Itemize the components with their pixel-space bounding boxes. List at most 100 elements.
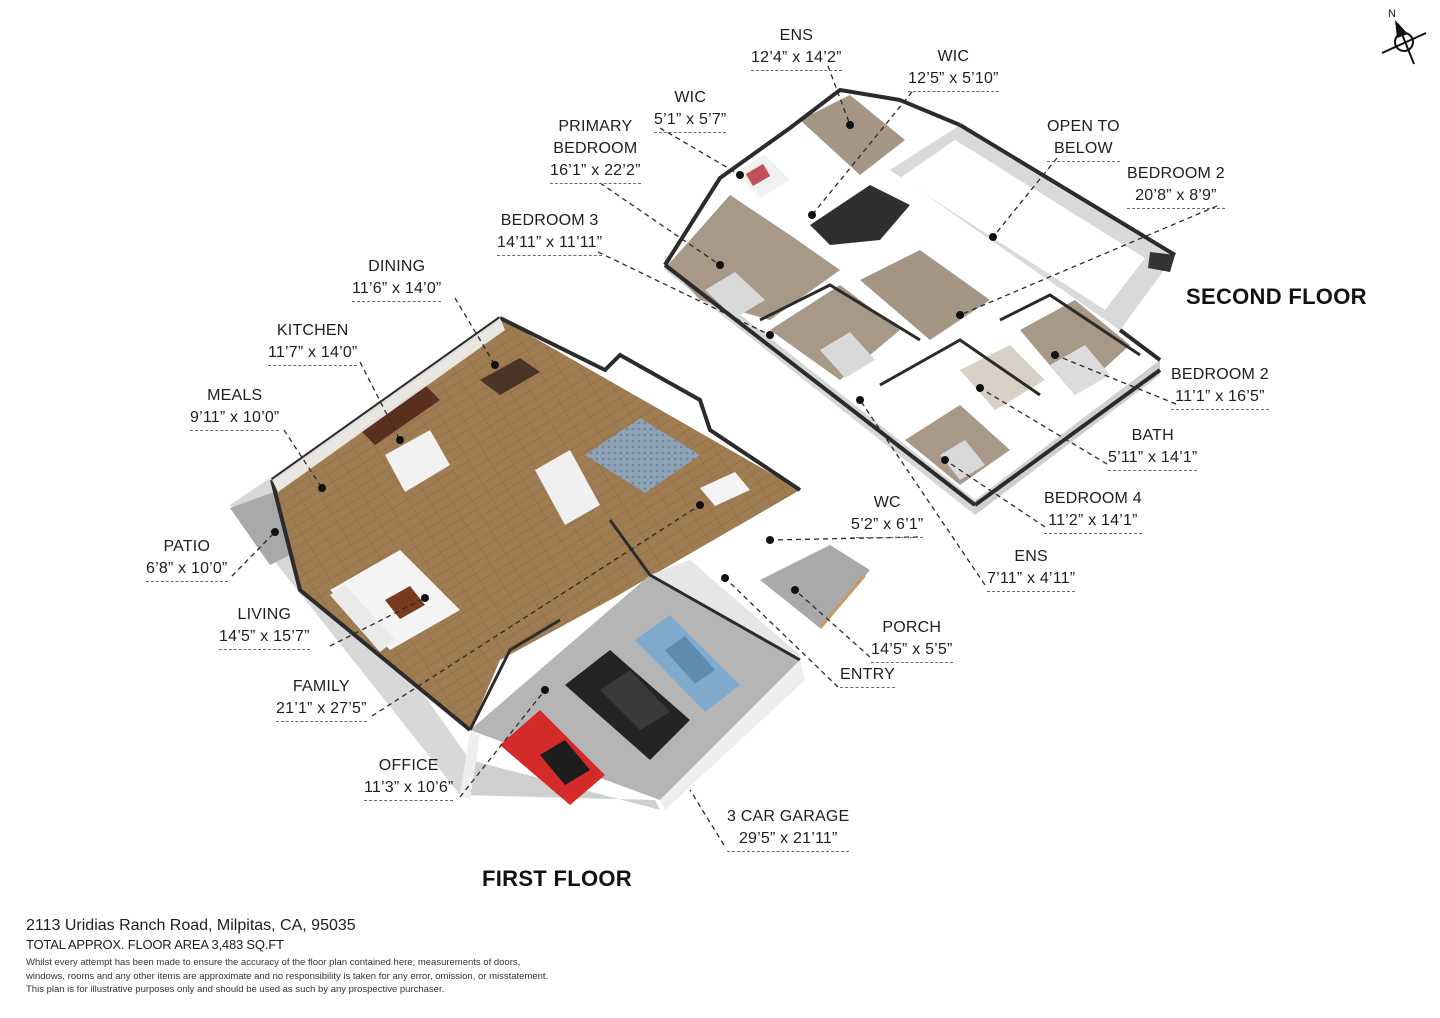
porch-slab xyxy=(760,545,870,628)
car-red xyxy=(500,710,605,805)
room-marker-dots xyxy=(271,121,1059,694)
dining-table xyxy=(480,358,540,395)
room-dimensions: 14’5” x 15’7” xyxy=(219,626,310,650)
car-blue xyxy=(635,615,740,712)
room-name: BEDROOM 2 xyxy=(1127,165,1225,182)
family-ottoman xyxy=(385,586,425,619)
room-dimensions: 14’11” x 11’11” xyxy=(497,232,603,256)
second-floor-title: SECOND FLOOR xyxy=(1186,284,1367,309)
total-floor-area: TOTAL APPROX. FLOOR AREA 3,483 SQ.FT xyxy=(26,937,284,952)
room-label-bath: BATH 5’11” x 14’1” xyxy=(1108,425,1198,471)
room-label-entry: ENTRY xyxy=(840,664,895,688)
room-name: KITCHEN xyxy=(276,322,349,339)
room-label-kitchen: KITCHEN 11’7” x 14’0” xyxy=(268,320,358,366)
room-label-family: FAMILY 21’1” x 27’5” xyxy=(276,676,367,722)
kitchen-island xyxy=(385,430,450,492)
room-name: PATIO xyxy=(163,538,211,555)
room-name: 3 CAR GARAGE xyxy=(727,808,850,825)
room-name: FAMILY xyxy=(292,678,350,695)
room-dimensions: 5’2” x 6’1” xyxy=(851,514,924,538)
room-label-garage: 3 CAR GARAGE 29’5” x 21’11” xyxy=(727,806,850,852)
room-dimensions: 11’2” x 14’1” xyxy=(1044,510,1142,534)
room-dimensions: 11’7” x 14’0” xyxy=(268,342,358,366)
room-label-bedroom-3: BEDROOM 3 14’11” x 11’11” xyxy=(497,210,603,256)
room-label-wic-small: WIC 5’1” x 5’7” xyxy=(654,87,727,133)
room-name: BATH xyxy=(1131,427,1174,444)
room-name: BEDROOM 4 xyxy=(1044,490,1142,507)
room-label-ensuite-primary: ENS 12’4” x 14’2” xyxy=(751,25,842,71)
property-address: 2113 Uridias Ranch Road, Milpitas, CA, 9… xyxy=(26,917,356,934)
bed xyxy=(940,440,985,480)
disclaimer-line: windows, rooms and any other items are a… xyxy=(26,970,549,982)
room-dimensions: 9’11” x 10’0” xyxy=(190,407,280,431)
room-dimensions: 20’8” x 8’9” xyxy=(1127,185,1225,209)
room-name-line2: BEDROOM xyxy=(553,140,638,157)
room-dimensions: 12’4” x 14’2” xyxy=(751,47,842,71)
bed xyxy=(820,332,875,378)
room-name-line1: OPEN TO xyxy=(1047,118,1120,135)
room-label-office: OFFICE 11’3” x 10’6” xyxy=(364,755,454,801)
room-label-meals: MEALS 9’11” x 10’0” xyxy=(190,385,280,431)
compass-north-label: N xyxy=(1388,8,1396,20)
plan-footer: 2113 Uridias Ranch Road, Milpitas, CA, 9… xyxy=(26,916,666,997)
room-label-wic-large: WIC 12’5” x 5’10” xyxy=(908,46,999,92)
room-dimensions: 12’5” x 5’10” xyxy=(908,68,999,92)
leader-lines xyxy=(231,65,1218,846)
bed xyxy=(705,272,765,318)
room-dimensions: 5’1” x 5’7” xyxy=(654,109,727,133)
stairs xyxy=(535,450,600,525)
room-name: WIC xyxy=(674,89,707,106)
second-floor-plan xyxy=(663,87,1177,515)
bedroom-2-floor xyxy=(1020,300,1130,395)
room-name: OFFICE xyxy=(378,757,439,774)
office-desk xyxy=(700,472,750,506)
room-name: LIVING xyxy=(237,606,292,623)
room-label-dining: DINING 11’6” x 14’0” xyxy=(352,256,442,302)
room-label-open-to-below: OPEN TO BELOW xyxy=(1047,116,1120,162)
room-label-primary-bedroom: PRIMARY BEDROOM 16’1” x 22’2” xyxy=(550,116,641,184)
living-rug xyxy=(585,418,700,493)
room-name: WC xyxy=(873,494,901,511)
room-dimensions: 11’1” x 16’5” xyxy=(1171,386,1269,410)
room-label-bedroom-4: BEDROOM 4 11’2” x 14’1” xyxy=(1044,488,1142,534)
room-label-living: LIVING 14’5” x 15’7” xyxy=(219,604,310,650)
disclaimer-line: This plan is for illustrative purposes o… xyxy=(26,984,445,995)
bed xyxy=(1050,345,1110,395)
room-dimensions: 11’3” x 10’6” xyxy=(364,777,454,801)
first-floor-title: FIRST FLOOR xyxy=(482,866,632,891)
room-label-bedroom-2-lower: BEDROOM 2 11’1” x 16’5” xyxy=(1171,364,1269,410)
bath-floor xyxy=(960,345,1045,410)
room-dimensions: 16’1” x 22’2” xyxy=(550,160,641,184)
room-name: ENTRY xyxy=(840,664,895,688)
room-name-line1: PRIMARY xyxy=(558,118,633,135)
north-arrow-icon: N xyxy=(1381,8,1427,65)
room-label-bedroom-2-upper: BEDROOM 2 20’8” x 8’9” xyxy=(1127,163,1225,209)
room-label-porch: PORCH 14’5” x 5’5” xyxy=(871,617,953,663)
room-name: BEDROOM 2 xyxy=(1171,366,1269,383)
room-dimensions: 7’11” x 4’11” xyxy=(987,568,1076,592)
room-dimensions: 5’11” x 14’1” xyxy=(1108,447,1198,471)
car-black xyxy=(565,650,690,760)
room-name: WIC xyxy=(937,48,970,65)
open-to-below-void xyxy=(900,140,1145,310)
room-label-patio: PATIO 6’8” x 10’0” xyxy=(146,536,228,582)
ensuite-vanity xyxy=(810,185,910,245)
room-name: PORCH xyxy=(882,619,942,636)
room-dimensions: 14’5” x 5’5” xyxy=(871,639,953,663)
room-name-line2: BELOW xyxy=(1047,138,1120,162)
disclaimer-line: Whilst every attempt has been made to en… xyxy=(26,957,521,968)
room-name: MEALS xyxy=(207,387,263,404)
room-name: ENS xyxy=(1014,548,1048,565)
room-dimensions: 21’1” x 27’5” xyxy=(276,698,367,722)
ensuite-floor xyxy=(800,95,905,175)
room-dimensions: 6’8” x 10’0” xyxy=(146,558,228,582)
room-label-ensuite-small: ENS 7’11” x 4’11” xyxy=(987,546,1076,592)
room-label-wc: WC 5’2” x 6’1” xyxy=(851,492,924,538)
room-name: DINING xyxy=(368,258,426,275)
disclaimer: Whilst every attempt has been made to en… xyxy=(26,956,666,997)
room-dimensions: 29’5” x 21’11” xyxy=(727,828,850,852)
room-name: ENS xyxy=(779,27,814,44)
room-name: BEDROOM 3 xyxy=(500,212,599,229)
room-dimensions: 11’6” x 14’0” xyxy=(352,278,442,302)
